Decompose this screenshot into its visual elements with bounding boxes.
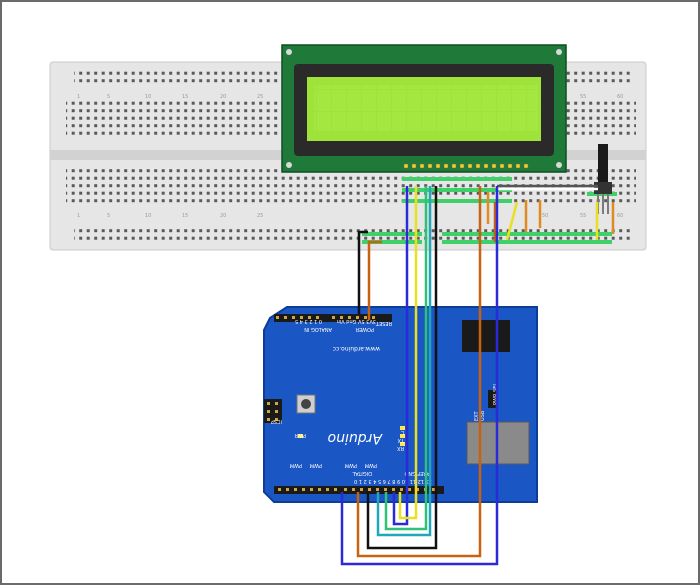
l-label: L (401, 429, 404, 435)
reset-button-icon[interactable] (296, 394, 316, 414)
column-numbers: 1 5 10 15 20 25 1 5 10 15 20 25 50 55 60… (77, 94, 623, 219)
lcd-mount-hole (286, 49, 292, 55)
usb-label: USB (480, 410, 486, 421)
lcd-mount-hole (556, 49, 562, 55)
wire-blue-inner (392, 414, 409, 526)
digital-header (274, 486, 444, 494)
digital-header-label: DIGITAL (352, 470, 372, 476)
lcd-module (281, 44, 567, 173)
column-number: 5 (107, 213, 110, 219)
breadboard-jumpers (486, 184, 615, 242)
wire-yellow (398, 186, 418, 520)
led-pwr (298, 434, 303, 438)
pwr-led-label: PWR (294, 432, 306, 438)
jumper-yellow (505, 201, 519, 241)
pwm-label: PWM (365, 462, 377, 468)
wire-teal (376, 186, 432, 537)
arduino-logo-text: Arduino (328, 430, 383, 446)
lcd-character-grid (314, 85, 538, 131)
wire-black-gnd (357, 230, 368, 314)
column-number: 50 (542, 213, 548, 219)
column-number: 20 (220, 213, 226, 219)
pwm-label: PWM (310, 462, 322, 468)
column-number: 60 (617, 213, 623, 219)
tx-label: TX (397, 437, 405, 443)
digital-pins-label: 13 12 11 10 9 8 7 6 5 4 3 2 1 0 (354, 478, 432, 484)
lcd-mount-hole (286, 162, 292, 168)
ext-label: EXT (474, 411, 480, 421)
wire-orange-long (356, 186, 482, 558)
column-number: 10 (145, 94, 151, 100)
led-l (400, 426, 405, 430)
wire-orange-5v (367, 240, 382, 320)
column-number: 1 (77, 213, 80, 219)
column-number: 1 (77, 94, 80, 100)
led-tx (400, 434, 405, 438)
lcd-header-pins (403, 163, 529, 169)
column-number: 5 (107, 94, 110, 100)
column-number: 25 (257, 94, 263, 100)
gnd-label: GND (404, 470, 416, 476)
pwm-label: PWM (290, 462, 302, 468)
analog-header-label: ANALOG IN (304, 326, 332, 332)
analog-pins-label: 0 1 2 3 4 5 (295, 318, 322, 324)
aref-label: AREF (417, 470, 430, 476)
pwm-label: PWM (345, 462, 357, 468)
column-number: 20 (220, 94, 226, 100)
column-number: 15 (182, 213, 188, 219)
power-header-label: POWER (355, 326, 374, 332)
power-pins-label: 3V3 5V Gnd Vin (337, 318, 376, 324)
column-number: 15 (182, 94, 188, 100)
column-number: 10 (145, 213, 151, 219)
column-number: 55 (580, 213, 586, 219)
wires (340, 186, 499, 566)
lcd-mount-hole (556, 162, 562, 168)
website-text: www.arduino.cc (333, 345, 380, 352)
column-number: 55 (580, 94, 586, 100)
column-number: 25 (257, 213, 263, 219)
led-rx (400, 442, 405, 446)
wire-black-long (366, 186, 438, 550)
reset-label: RESET (375, 320, 392, 326)
pwr-sel-jumper (488, 390, 496, 408)
column-number: 60 (617, 94, 623, 100)
wire-green (384, 186, 428, 531)
power-jack-icon (462, 320, 510, 352)
icsp-label: ICSP (271, 418, 282, 424)
rx-label: RX (397, 445, 404, 451)
wire-blue-outer (340, 186, 499, 566)
